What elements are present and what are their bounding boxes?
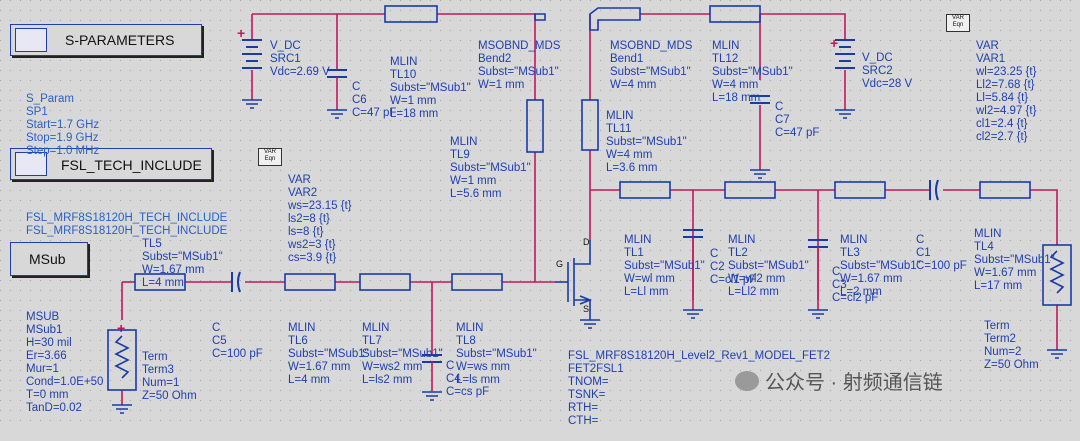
svg-text:+: +	[237, 25, 245, 41]
grid-background	[0, 0, 1080, 422]
watermark-text: 公众号 · 射频通信链	[765, 372, 943, 394]
wechat-icon	[735, 370, 759, 391]
sparam-title: S-PARAMETERS	[65, 32, 175, 48]
mlin-tl9	[526, 99, 544, 153]
mlin-tl2	[724, 181, 776, 199]
sparam-icon	[15, 28, 47, 52]
transmission-lines[interactable]	[134, 5, 1031, 291]
term3	[107, 329, 137, 391]
schematic-canvas[interactable]: + + + G	[0, 0, 1080, 422]
fsl-icon	[15, 152, 47, 176]
mlin-tl3	[834, 181, 886, 199]
svg-text:+: +	[830, 35, 838, 51]
var2-icon[interactable]: VAR Eqn	[258, 148, 282, 166]
vdc-src2	[835, 39, 855, 69]
mlin-tl1	[619, 181, 671, 199]
sparam-block[interactable]: S-PARAMETERS	[10, 24, 202, 56]
plus-signs: + + +	[117, 25, 838, 336]
var1-icon[interactable]: VAR Eqn	[946, 14, 970, 32]
pin-s: S	[583, 304, 589, 314]
mlin-tl6	[284, 273, 336, 291]
mlin-tl12	[709, 5, 761, 23]
pin-g: G	[556, 259, 563, 269]
fsl-title: FSL_TECH_INCLUDE	[61, 157, 202, 173]
term2	[1042, 244, 1072, 306]
terminals[interactable]	[107, 244, 1072, 391]
bend2	[534, 13, 546, 21]
mlin-tl8	[451, 273, 503, 291]
vdc-src1	[242, 39, 262, 69]
msub-block[interactable]: MSub	[10, 242, 88, 276]
capacitor-c1	[929, 179, 939, 201]
pin-d: D	[583, 237, 590, 247]
mlin-tl4	[979, 181, 1031, 199]
capacitor-c5	[231, 271, 241, 293]
fet-symbol[interactable]	[555, 240, 593, 320]
mlin-tl5	[134, 273, 186, 291]
mlin-tl11	[581, 99, 599, 151]
fet-pins: G D S	[556, 237, 590, 314]
bend1	[589, 7, 641, 31]
mlin-tl10	[384, 5, 438, 23]
capacitors[interactable]	[231, 69, 939, 363]
watermark: 公众号 · 射频通信链	[735, 366, 943, 395]
msub-title: MSub	[29, 251, 66, 267]
capacitor-c7	[750, 95, 770, 104]
svg-text:+: +	[117, 320, 125, 336]
ground-symbols	[112, 99, 1067, 414]
dc-sources[interactable]	[242, 39, 855, 69]
mlin-tl7	[359, 273, 411, 291]
fsl-block[interactable]: FSL_TECH_INCLUDE	[10, 148, 212, 180]
